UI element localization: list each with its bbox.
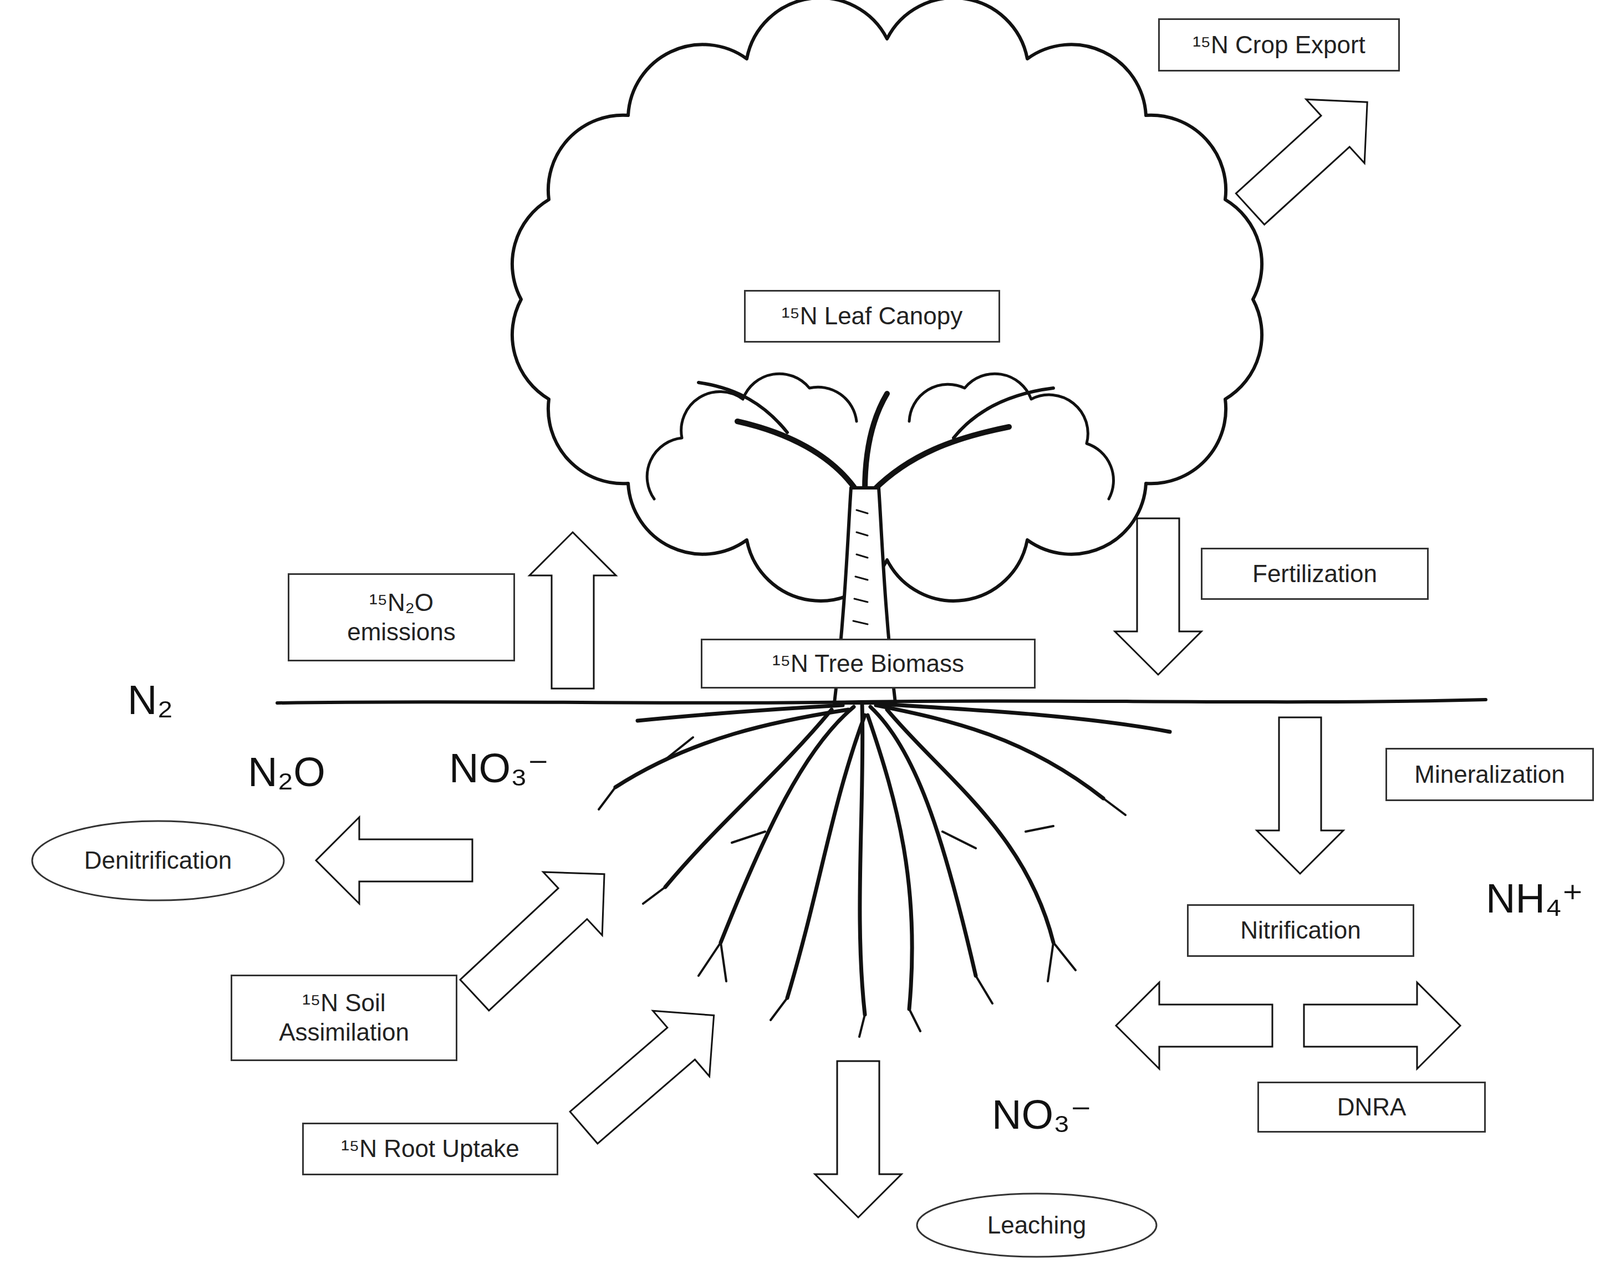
node-label: ¹⁵N Root Uptake <box>340 1134 519 1164</box>
ellipse-outline <box>32 821 284 901</box>
process-ellipse: Denitrification <box>30 819 286 903</box>
process-box: ¹⁵N Crop Export <box>1158 18 1400 72</box>
text-wrap: ¹⁵N Crop Export <box>1192 30 1366 60</box>
process-box: DNRA <box>1257 1081 1486 1133</box>
chemical-label: NO₃⁻ <box>991 1092 1092 1138</box>
chemical-label: N₂ <box>127 677 173 723</box>
node-label: ¹⁵N Tree Biomass <box>772 649 965 679</box>
chemical-label: N₂O <box>247 749 326 795</box>
ellipse-outline <box>916 1193 1157 1257</box>
block-arrow <box>445 842 634 1027</box>
block-arrow <box>1256 717 1344 874</box>
canopy-outline <box>512 0 1262 601</box>
process-box: ¹⁵N Leaf Canopy <box>744 289 1001 343</box>
process-box: ¹⁵N Soil Assimilation <box>230 974 458 1062</box>
block-arrow <box>555 982 743 1161</box>
node-label: ¹⁵N₂O emissions <box>318 588 485 647</box>
node-label: DNRA <box>1337 1092 1407 1123</box>
branch <box>864 393 888 491</box>
chemical-label: NO₃⁻ <box>449 745 549 791</box>
branch <box>953 388 1054 438</box>
canopy-clump <box>646 373 857 499</box>
text-wrap: ¹⁵N Tree Biomass <box>772 649 965 679</box>
node-label: Denitrification <box>84 846 233 876</box>
block-arrow <box>1114 518 1202 675</box>
roots <box>615 702 1170 1015</box>
canopy-clump <box>909 373 1114 499</box>
block-arrow <box>529 532 616 689</box>
text-wrap: ¹⁵N Root Uptake <box>340 1134 519 1164</box>
process-box: Mineralization <box>1385 747 1594 802</box>
node-label: ¹⁵N Soil Assimilation <box>261 988 428 1048</box>
process-box: ¹⁵N Tree Biomass <box>700 638 1036 689</box>
process-box: Nitrification <box>1186 904 1415 957</box>
process-box: ¹⁵N₂O emissions <box>287 573 516 662</box>
bark-marks <box>853 510 868 625</box>
text-wrap: Leaching <box>987 1210 1087 1241</box>
branch <box>873 426 1010 491</box>
chemical-label: NH₄⁺ <box>1485 875 1584 921</box>
node-label: Mineralization <box>1414 760 1565 790</box>
text-wrap: Nitrification <box>1240 915 1362 946</box>
process-box: Fertilization <box>1200 547 1429 600</box>
text-wrap: Denitrification <box>84 846 233 876</box>
text-wrap: ¹⁵N Leaf Canopy <box>781 301 963 331</box>
process-ellipse: Leaching <box>915 1191 1159 1259</box>
text-wrap: Fertilization <box>1252 559 1378 589</box>
block-arrow <box>1116 982 1273 1069</box>
rootlets <box>598 737 1126 1037</box>
branch <box>698 382 788 433</box>
text-wrap: ¹⁵N Soil Assimilation <box>261 988 428 1048</box>
branch <box>737 421 857 491</box>
block-arrow <box>1303 982 1461 1069</box>
node-label: Leaching <box>987 1210 1087 1241</box>
text-wrap: Mineralization <box>1414 760 1565 790</box>
node-label: ¹⁵N Crop Export <box>1192 30 1366 60</box>
node-label: Fertilization <box>1252 559 1378 589</box>
block-arrow <box>316 817 473 904</box>
text-wrap: ¹⁵N₂O emissions <box>318 588 485 647</box>
node-label: ¹⁵N Leaf Canopy <box>781 301 963 331</box>
text-wrap: DNRA <box>1337 1092 1407 1123</box>
process-box: ¹⁵N Root Uptake <box>302 1122 559 1176</box>
node-label: Nitrification <box>1240 915 1362 946</box>
block-arrow <box>1220 70 1396 242</box>
block-arrow <box>814 1061 902 1218</box>
